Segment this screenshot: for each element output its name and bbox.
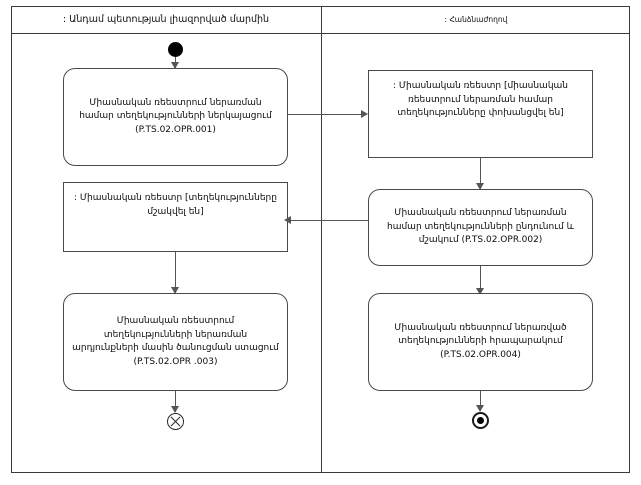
action-node-opr-003-label: Միասնական ռեեստրում տեղեկությունների ներ…: [72, 316, 279, 367]
arrowhead-a4-to-activity-final: [476, 405, 484, 412]
action-node-opr-004-label: Միասնական ռեեստրում ներառված տեղեկությու…: [394, 322, 567, 360]
arrowhead-a3-to-flow-final: [171, 406, 179, 413]
object-node-registry-transferred-label: : Միասնական ռեեստր [միասնական ռեեստրում …: [392, 81, 568, 118]
connector-a4-to-activity-final: [480, 391, 481, 411]
connector-a2-to-o2: [291, 220, 369, 221]
arrowhead-a2-to-o2: [284, 216, 291, 224]
action-node-opr-002-label: Միասնական ռեեստրում ներառման համար տեղեկ…: [387, 208, 574, 246]
arrowhead-o2-to-a3: [171, 287, 179, 294]
action-node-opr-001[interactable]: Միասնական ռեեստրում ներառման համար տեղեկ…: [63, 68, 288, 166]
connector-a3-to-flow-final: [175, 391, 176, 412]
swimlane-header-right: : Հանձնաժողով: [444, 15, 508, 24]
action-node-opr-002[interactable]: Միասնական ռեեստրում ներառման համար տեղեկ…: [368, 189, 593, 266]
swimlane-header-left: : Անդամ պետության լիազորված մարմին: [62, 14, 270, 25]
connector-o2-to-a3: [175, 252, 176, 293]
connector-a1-to-o1: [288, 114, 361, 115]
object-node-registry-processed-label: : Միասնական ռեեստր [տեղեկությունները մշա…: [74, 193, 277, 217]
object-node-registry-transferred[interactable]: : Միասնական ռեեստր [միասնական ռեեստրում …: [368, 70, 593, 158]
action-node-opr-003[interactable]: Միասնական ռեեստրում տեղեկությունների ներ…: [63, 293, 288, 391]
arrowhead-o1-to-a2: [476, 183, 484, 190]
action-node-opr-004[interactable]: Միասնական ռեեստրում ներառված տեղեկությու…: [368, 293, 593, 391]
action-node-opr-001-label: Միասնական ռեեստրում ներառման համար տեղեկ…: [79, 97, 272, 135]
flow-final-node[interactable]: [167, 413, 184, 430]
swimlane-divider: [321, 6, 322, 473]
initial-node[interactable]: [168, 42, 183, 57]
object-node-registry-processed[interactable]: : Միասնական ռեեստր [տեղեկությունները մշա…: [63, 182, 288, 252]
arrowhead-start-to-a1: [171, 62, 179, 69]
lane-header-divider: [11, 33, 630, 34]
connector-o1-to-a2: [480, 158, 481, 189]
activity-final-node[interactable]: [472, 412, 489, 429]
arrowhead-a2-to-a4: [476, 288, 484, 295]
connector-a2-to-a4: [480, 266, 481, 294]
arrowhead-a1-to-o1: [361, 110, 368, 118]
